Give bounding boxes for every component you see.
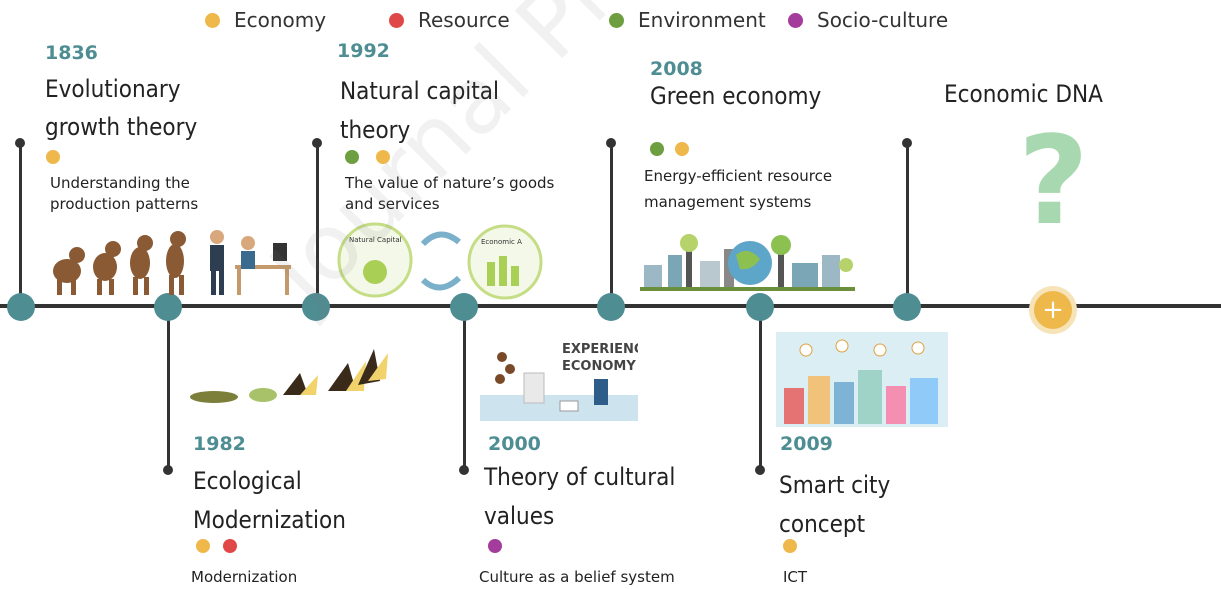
legend-dot-socio-culture <box>788 12 803 28</box>
stem-tip-2008 <box>606 138 616 148</box>
stem-tip-1992 <box>312 138 322 148</box>
event-2000-year: 2000 <box>488 433 541 455</box>
event-1982-dot-economy <box>196 539 210 553</box>
timeline-node-2008 <box>597 293 625 321</box>
event-1836-desc-line-1: Understanding the <box>50 174 190 192</box>
legend-item-socio-culture: Socio-culture <box>788 8 948 32</box>
experience-economy-illustration: EXPERIENCE ECONOMY <box>480 342 638 421</box>
event-1992-desc-line-2: and services <box>345 195 440 213</box>
event-2009-year: 2009 <box>780 433 833 455</box>
event-2008-year: 2008 <box>650 58 703 80</box>
event-1992-title-line-2: theory <box>340 116 411 144</box>
svg-text:Economic A: Economic A <box>481 238 522 246</box>
green-economy-illustration <box>640 234 855 291</box>
event-2009-title-line-2: concept <box>779 510 866 538</box>
event-2009-title-line-1: Smart city <box>779 471 891 499</box>
event-1992-desc-line-1: The value of nature’s goods <box>345 174 555 192</box>
event-1992-dot-environment <box>345 150 359 164</box>
stem-2000 <box>463 308 466 470</box>
smart-city-illustration <box>776 332 948 427</box>
event-1992-year: 1992 <box>337 40 390 62</box>
svg-text:EXPERIENCE: EXPERIENCE <box>562 342 638 357</box>
legend-dot-resource <box>389 12 404 28</box>
event-1982-desc-line-1: Modernization <box>191 568 298 586</box>
economic-dna-title: Economic DNA <box>944 80 1103 108</box>
stem-1982 <box>167 308 170 470</box>
legend-label-environment: Environment <box>638 8 766 32</box>
stem-2009 <box>759 308 762 470</box>
event-2008-dot-economy <box>675 142 689 156</box>
legend-item-environment: Environment <box>609 8 766 32</box>
event-2008-desc-line-2: management systems <box>644 193 812 211</box>
timeline-node-1982 <box>154 293 182 321</box>
event-1992-title-line-1: Natural capital <box>340 77 499 105</box>
timeline-node-1992 <box>302 293 330 321</box>
stem-tip-1836 <box>15 138 25 148</box>
legend-dot-economy <box>205 12 220 28</box>
stem-1992 <box>316 143 319 305</box>
event-1982-title-line-2: Modernization <box>193 506 346 534</box>
timeline-node-2000 <box>450 293 478 321</box>
question-mark-icon: ? <box>1018 110 1089 252</box>
event-1836-year: 1836 <box>45 42 98 64</box>
legend-label-economy: Economy <box>234 8 327 32</box>
event-1982-title-line-1: Ecological <box>193 467 302 495</box>
event-1836-title-line-2: growth theory <box>45 113 198 141</box>
natural-capital-illustration: Natural Capital Economic A <box>337 222 543 300</box>
legend-label-resource: Resource <box>418 8 510 32</box>
event-1982-dot-resource <box>223 539 237 553</box>
event-2009-dot-economy <box>783 539 797 553</box>
timeline-node-1836 <box>7 293 35 321</box>
stem-economic-dna <box>906 143 909 305</box>
event-1982-year: 1982 <box>193 433 246 455</box>
legend-item-resource: Resource <box>389 8 510 32</box>
svg-text:ECONOMY: ECONOMY <box>562 359 636 374</box>
event-2000-title-line-1: Theory of cultural <box>484 463 676 491</box>
timeline-node-2009 <box>746 293 774 321</box>
legend-item-economy: Economy <box>205 8 326 32</box>
add-node-icon[interactable]: + <box>1034 291 1072 329</box>
metamorphosis-illustration <box>190 349 388 403</box>
legend-dot-environment <box>609 12 624 28</box>
event-2000-desc-line-1: Culture as a belief system <box>479 568 675 586</box>
event-2009-desc-line-1: ICT <box>783 568 808 586</box>
stem-1836 <box>19 143 22 305</box>
event-1836-dot-economy <box>46 150 60 164</box>
stem-tip-2000 <box>459 465 469 475</box>
event-2000-dot-socio-culture <box>488 539 502 553</box>
event-1836-desc-line-2: production patterns <box>50 195 199 213</box>
evolution-illustration <box>53 230 291 295</box>
timeline-node-economic-dna <box>893 293 921 321</box>
event-2008-dot-environment <box>650 142 664 156</box>
stem-tip-1982 <box>163 465 173 475</box>
event-2008-title-line-1: Green economy <box>650 82 822 110</box>
legend-label-socio-culture: Socio-culture <box>817 8 949 32</box>
stem-tip-economic-dna <box>902 138 912 148</box>
event-1992-dot-economy <box>376 150 390 164</box>
event-2008-desc-line-1: Energy-efficient resource <box>644 167 833 185</box>
stem-tip-2009 <box>755 465 765 475</box>
event-1836-title-line-1: Evolutionary <box>45 75 181 103</box>
stem-2008 <box>610 143 613 305</box>
svg-text:Natural Capital: Natural Capital <box>349 236 402 244</box>
event-2000-title-line-2: values <box>484 502 555 530</box>
